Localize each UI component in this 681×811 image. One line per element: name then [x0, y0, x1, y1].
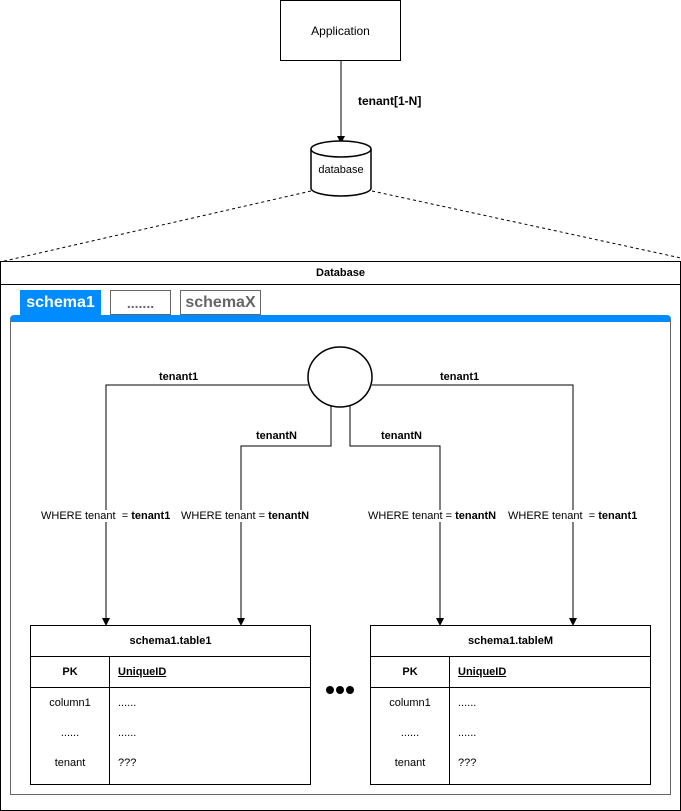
table-row-value: ......: [458, 697, 477, 709]
table-row-key: ......: [60, 727, 80, 739]
tab-schema1-label: schema1: [26, 294, 95, 311]
condition-prefix: WHERE tenant =: [508, 510, 599, 522]
condition-prefix: WHERE tenant =: [41, 510, 132, 522]
condition-value: tenantN: [268, 510, 310, 522]
table-row-key: tenant: [54, 757, 86, 769]
table-row-key: column1: [389, 697, 431, 709]
database-node-label: database: [318, 164, 364, 176]
condition-tenantN-tableM: WHERE tenant = tenantN: [368, 510, 497, 522]
pk-label: PK: [371, 657, 450, 687]
tab-schema1[interactable]: schema1: [20, 290, 101, 316]
app-to-database-edge-label: tenant[1-N]: [358, 94, 422, 108]
table-row-value: ......: [118, 697, 137, 709]
table-body: column1 ...... tenant ...... ...... ???: [31, 688, 310, 785]
pk-label: PK: [31, 657, 110, 687]
edge-tenantN-to-tableM: [349, 406, 444, 626]
condition-tenant1-tableM: WHERE tenant = tenant1: [508, 510, 638, 522]
table-row-value: ???: [118, 757, 137, 769]
pk-column-name: UniqueID: [458, 666, 507, 678]
table-row-key: ......: [400, 727, 420, 739]
tab-more-schemas[interactable]: .......: [110, 290, 171, 315]
condition-tenant1-table1: WHERE tenant = tenant1: [41, 510, 171, 522]
tab-more-schemas-label: .......: [126, 294, 155, 311]
edge-tenantN-to-table1: [237, 406, 332, 626]
edge-tenant1-to-table1: [102, 384, 308, 626]
table-schema1-table1[interactable]: schema1.table1 PK UniqueID column1 .....…: [30, 625, 311, 785]
condition-value: tenant1: [131, 510, 171, 522]
table-header-row: PK UniqueID: [31, 657, 310, 688]
edge-label-tenantN-left: tenantN: [256, 430, 297, 442]
table-row-key: tenant: [394, 757, 426, 769]
tab-schemaX[interactable]: schemaX: [180, 290, 261, 315]
database-container-header: Database: [1, 262, 680, 285]
table-row-value: ......: [458, 727, 477, 739]
schema-panel: [10, 315, 671, 795]
condition-tenantN-table1: WHERE tenant = tenantN: [181, 510, 310, 522]
edge-tenant1-to-tableM: [372, 384, 577, 626]
table-schema1-tableM[interactable]: schema1.tableM PK UniqueID column1 .....…: [370, 625, 651, 785]
condition-prefix: WHERE tenant =: [368, 510, 456, 522]
condition-value: tenant1: [598, 510, 638, 522]
database-cylinder-icon: [310, 140, 372, 197]
table-row-key: column1: [49, 697, 91, 709]
router-node: [307, 346, 373, 408]
table-row-value: ???: [458, 757, 477, 769]
edge-label-tenant1-left: tenant1: [159, 371, 199, 383]
zoom-line-left: [0, 190, 312, 263]
condition-value: tenantN: [455, 510, 497, 522]
database-container-title: Database: [316, 267, 365, 279]
application-node[interactable]: Application: [280, 0, 401, 61]
edge-label-tenant1-right: tenant1: [440, 371, 480, 383]
table-title: schema1.table1: [31, 626, 310, 657]
table-body: column1 ...... tenant ...... ...... ???: [371, 688, 650, 785]
zoom-line-right: [371, 190, 681, 259]
condition-prefix: WHERE tenant =: [181, 510, 269, 522]
application-label: Application: [311, 23, 370, 38]
table-row-value: ......: [118, 727, 137, 739]
more-horizontal-icon: [326, 686, 354, 694]
pk-column-name: UniqueID: [118, 666, 167, 678]
edge-label-tenantN-right: tenantN: [381, 430, 422, 442]
table-header-row: PK UniqueID: [371, 657, 650, 688]
table-title: schema1.tableM: [371, 626, 650, 657]
tab-schemaX-label: schemaX: [185, 293, 256, 311]
